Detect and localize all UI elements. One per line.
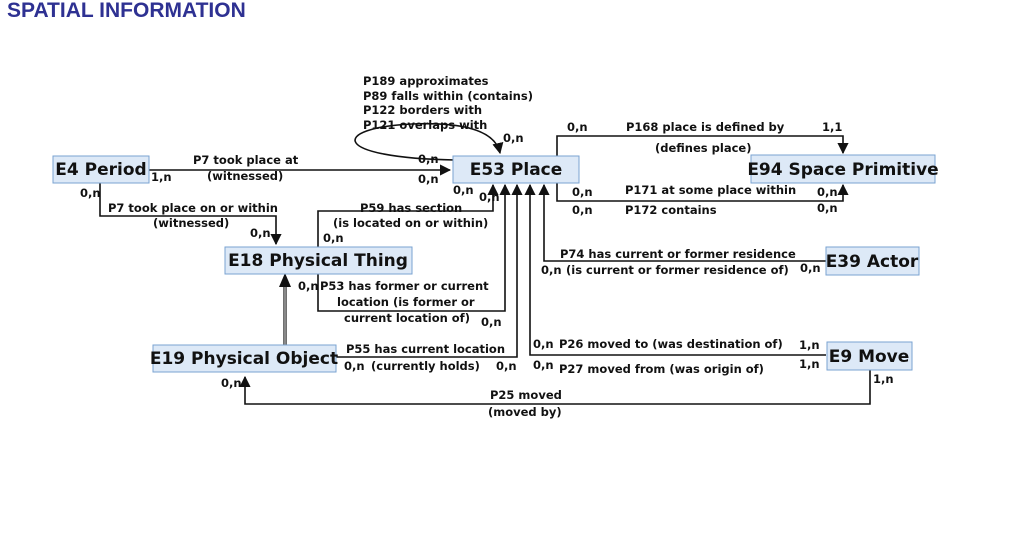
edge-p7b bbox=[99, 183, 282, 246]
cardinality: 0,n bbox=[533, 358, 554, 372]
edge-p168 bbox=[556, 135, 849, 156]
edge-label: (witnessed) bbox=[153, 216, 229, 230]
node-e53-place[interactable]: E53 Place bbox=[452, 155, 580, 184]
edge-label: (is current or former residence of) bbox=[566, 263, 789, 277]
edge-label: P89 falls within (contains) bbox=[363, 89, 533, 103]
cardinality: 1,n bbox=[151, 170, 172, 184]
cardinality: 0,n bbox=[533, 337, 554, 351]
edge-label: P189 approximates bbox=[363, 74, 489, 88]
node-e9-move[interactable]: E9 Move bbox=[826, 341, 913, 371]
isa-arrowhead bbox=[279, 273, 291, 287]
cardinality: 0,n bbox=[298, 279, 319, 293]
node-e94-space-primitive[interactable]: E94 Space Primitive bbox=[747, 154, 939, 184]
cardinality: 0,n bbox=[418, 152, 439, 166]
cardinality: 0,n bbox=[503, 131, 524, 145]
edge-label: (is located on or within) bbox=[333, 216, 488, 230]
svg-text:E4 Period: E4 Period bbox=[55, 160, 146, 180]
edge-p53 bbox=[317, 183, 511, 312]
edge-p59 bbox=[317, 183, 499, 248]
edge-p74 bbox=[538, 183, 826, 262]
cardinality: 0,n bbox=[323, 231, 344, 245]
svg-text:E39 Actor: E39 Actor bbox=[826, 252, 919, 272]
edge-p55 bbox=[335, 183, 523, 358]
edge-label: (moved by) bbox=[488, 405, 562, 419]
node-e18-physical-thing[interactable]: E18 Physical Thing bbox=[224, 246, 413, 275]
cardinality: 0,n bbox=[567, 120, 588, 134]
edge-label: P172 contains bbox=[625, 203, 717, 217]
edge-label: current location of) bbox=[344, 311, 470, 325]
svg-text:E9 Move: E9 Move bbox=[829, 347, 910, 367]
edge-p189-self-loop bbox=[354, 122, 504, 161]
edge-p171 bbox=[556, 181, 849, 202]
edge-p26-p27 bbox=[524, 183, 826, 356]
node-e4-period[interactable]: E4 Period bbox=[52, 155, 150, 184]
edge-label: P171 at some place within bbox=[625, 183, 796, 197]
edge-label: P74 has current or former residence bbox=[560, 247, 796, 261]
svg-text:E53 Place: E53 Place bbox=[470, 160, 563, 180]
edge-label: P53 has former or current bbox=[320, 279, 489, 293]
edge-label: P7 took place on or within bbox=[108, 201, 278, 215]
cardinality: 0,n bbox=[221, 376, 242, 390]
cardinality: 1,n bbox=[799, 338, 820, 352]
edge-label: P59 has section bbox=[360, 201, 462, 215]
edge-label: location (is former or bbox=[337, 295, 475, 309]
node-e39-actor[interactable]: E39 Actor bbox=[825, 246, 920, 276]
edge-label: P121 overlaps with bbox=[363, 118, 487, 132]
node-e19-physical-object[interactable]: E19 Physical Object bbox=[150, 344, 338, 373]
cardinality: 0,n bbox=[418, 172, 439, 186]
edge-label: P7 took place at bbox=[193, 153, 299, 167]
page-title: SPATIAL INFORMATION bbox=[7, 0, 246, 22]
cardinality: 0,n bbox=[344, 359, 365, 373]
cardinality: 0,n bbox=[250, 226, 271, 240]
cardinality: 0,n bbox=[496, 359, 517, 373]
edge-label: (currently holds) bbox=[371, 359, 480, 373]
edge-label: P122 borders with bbox=[363, 103, 482, 117]
cardinality: 0,n bbox=[453, 183, 474, 197]
cardinality: 1,n bbox=[873, 372, 894, 386]
edge-label: (defines place) bbox=[655, 141, 751, 155]
edge-label: P168 place is defined by bbox=[626, 120, 785, 134]
cardinality: 0,n bbox=[80, 186, 101, 200]
cardinality: 0,n bbox=[541, 263, 562, 277]
cardinality: 1,1 bbox=[822, 120, 842, 134]
edge-label: P27 moved from (was origin of) bbox=[559, 362, 764, 376]
svg-text:E18 Physical Thing: E18 Physical Thing bbox=[228, 251, 408, 271]
cardinality: 0,n bbox=[572, 203, 593, 217]
edge-label: P55 has current location bbox=[346, 342, 505, 356]
cardinality: 0,n bbox=[479, 190, 500, 204]
edge-label: P25 moved bbox=[490, 388, 562, 402]
edge-p25 bbox=[239, 370, 871, 405]
cardinality: 0,n bbox=[572, 185, 593, 199]
cardinality: 0,n bbox=[800, 261, 821, 275]
edge-label: (witnessed) bbox=[207, 169, 283, 183]
cardinality: 0,n bbox=[817, 185, 838, 199]
svg-text:E19 Physical Object: E19 Physical Object bbox=[150, 349, 338, 369]
edge-label: P26 moved to (was destination of) bbox=[559, 337, 783, 351]
cardinality: 0,n bbox=[481, 315, 502, 329]
cardinality: 1,n bbox=[799, 357, 820, 371]
svg-text:E94 Space Primitive: E94 Space Primitive bbox=[747, 160, 938, 180]
cardinality: 0,n bbox=[817, 201, 838, 215]
